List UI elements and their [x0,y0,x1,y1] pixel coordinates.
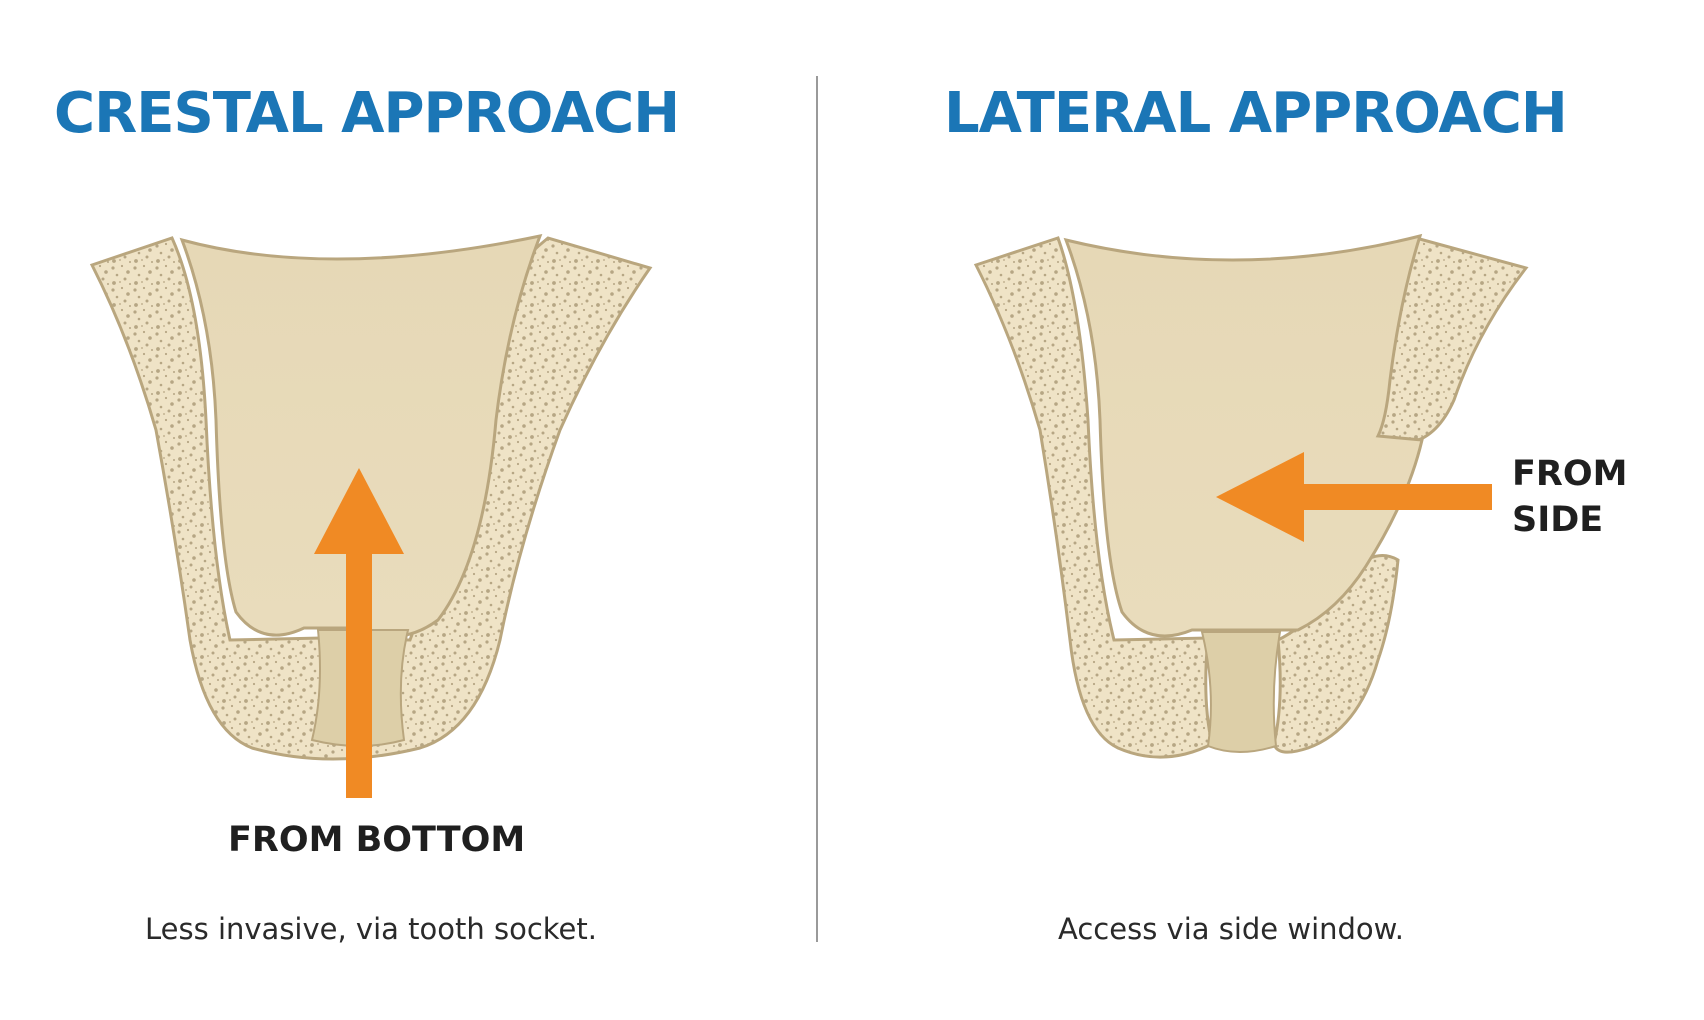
lateral-arrow-label: FROM SIDE [1512,452,1627,543]
crestal-caption: Less invasive, via tooth socket. [145,912,597,946]
crestal-approach-title: CRESTAL APPROACH [54,81,680,146]
lateral-tooth-socket [1200,631,1282,753]
crestal-bone-diagram [89,233,653,798]
crestal-sinus-cavity [179,233,543,638]
lateral-approach-panel: LATERAL APPROACH [818,0,1704,1020]
lateral-caption: Access via side window. [1058,912,1404,946]
crestal-arrow-label: FROM BOTTOM [228,820,526,860]
lateral-bone-wall-left [973,236,1214,759]
lateral-bone-diagram [973,233,1529,759]
lateral-sinus-cavity [1063,233,1424,638]
panel-divider [816,76,818,942]
lateral-arrow-label-line1: FROM [1512,454,1628,494]
crestal-bone-wall [89,236,653,761]
arrow-up-icon [314,468,404,798]
crestal-approach-panel: CRESTAL APPROACH [0,0,818,1020]
arrow-left-icon [1216,452,1492,542]
lateral-approach-title: LATERAL APPROACH [944,81,1568,146]
lateral-arrow-label-line2: SIDE [1512,499,1604,540]
